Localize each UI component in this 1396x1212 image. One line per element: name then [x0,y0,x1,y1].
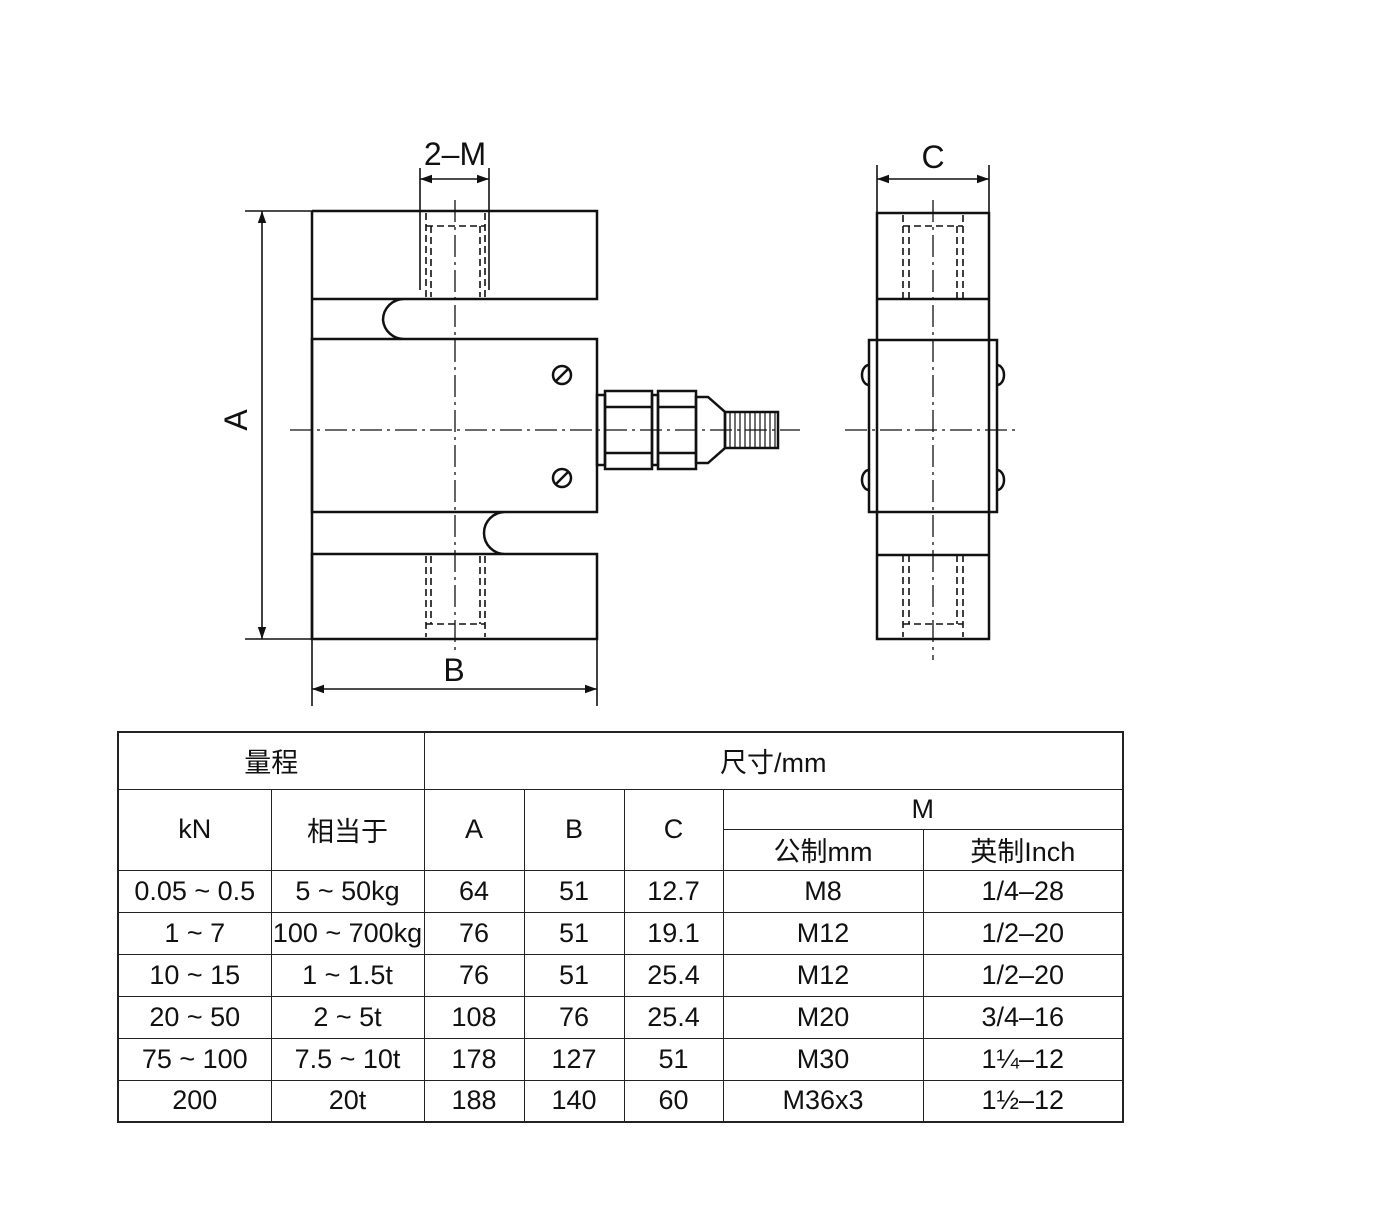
cell-b: 140 [523,1079,625,1123]
cell-b: 51 [523,953,625,997]
cell-a: 76 [423,953,525,997]
table-row: 20 ~ 50 2 ~ 5t 108 76 25.4 M20 3/4–16 [117,995,1124,1039]
cell-c: 19.1 [623,911,724,955]
header-a: A [423,788,525,871]
screw-icon [551,364,573,386]
cell-b: 127 [523,1037,625,1081]
cell-kn: 75 ~ 100 [117,1037,272,1081]
screw-icon [551,467,573,489]
side-screw-heads [860,363,1006,492]
top-thread-hole [425,213,486,297]
center-lines [290,200,800,650]
cell-c: 12.7 [623,869,724,913]
header-c: C [623,788,724,871]
cell-equiv: 5 ~ 50kg [270,869,425,913]
side-dimensions [876,165,990,213]
dim-label-thread: 2–M [424,136,486,172]
side-hidden-lines [877,215,989,637]
cell-kn: 20 ~ 50 [117,995,272,1039]
cell-b: 51 [523,869,625,913]
cell-imperial: 3/4–16 [922,995,1124,1039]
cell-c: 25.4 [623,953,724,997]
table-row: 75 ~ 100 7.5 ~ 10t 178 127 51 M30 1¼–12 [117,1037,1124,1081]
cell-imperial: 1½–12 [922,1079,1124,1123]
bottom-thread-hole [425,556,486,637]
dim-label-thickness: C [921,139,944,175]
front-view [290,200,800,650]
table-header-row: 量程 尺寸/mm [117,731,1124,790]
cell-equiv: 1 ~ 1.5t [270,953,425,997]
dim-label-height: A [218,409,254,431]
cell-metric: M30 [722,1037,924,1081]
header-m: M [722,788,1124,830]
table-row: 200 20t 188 140 60 M36x3 1½–12 [117,1079,1124,1123]
cell-c: 51 [623,1037,724,1081]
cell-kn: 10 ~ 15 [117,953,272,997]
cell-kn: 1 ~ 7 [117,911,272,955]
cell-equiv: 2 ~ 5t [270,995,425,1039]
cell-a: 64 [423,869,525,913]
cell-kn: 200 [117,1079,272,1123]
cell-imperial: 1/4–28 [922,869,1124,913]
cell-metric: M12 [722,953,924,997]
header-imperial: 英制Inch [922,828,1124,871]
cell-c: 60 [623,1079,724,1123]
table-row: 0.05 ~ 0.5 5 ~ 50kg 64 51 12.7 M8 1/4–28 [117,869,1124,913]
side-view [845,200,1015,660]
table-header-row: kN 相当于 A B C M [117,788,1124,871]
table-row: 1 ~ 7 100 ~ 700kg 76 51 19.1 M12 1/2–20 [117,911,1124,955]
cell-c: 25.4 [623,995,724,1039]
cell-a: 108 [423,995,525,1039]
side-center-lines [845,200,1015,660]
header-dims: 尺寸/mm [423,731,1124,790]
cell-kn: 0.05 ~ 0.5 [117,869,272,913]
table-header-row: 公制mm 英制Inch [118,828,1124,871]
table-row: 10 ~ 15 1 ~ 1.5t 76 51 25.4 M12 1/2–20 [117,953,1124,997]
cell-a: 188 [423,1079,525,1123]
header-b: B [523,788,625,871]
header-metric: 公制mm [722,828,924,871]
cell-equiv: 20t [270,1079,425,1123]
dim-label-width: B [443,652,464,688]
cell-metric: M20 [722,995,924,1039]
cell-imperial: 1¼–12 [922,1037,1124,1081]
spec-table: 量程 尺寸/mm kN 相当于 A B C M 公制mm 英制Inch 0.05… [117,731,1124,1123]
cell-a: 178 [423,1037,525,1081]
s-type-load-cell-drawing: 2–M A B [218,136,1015,706]
header-range: 量程 [117,731,425,790]
header-equiv: 相当于 [270,788,425,871]
cell-a: 76 [423,911,525,955]
cell-metric: M8 [722,869,924,913]
cell-imperial: 1/2–20 [922,911,1124,955]
cell-equiv: 7.5 ~ 10t [270,1037,425,1081]
front-dimensions [245,168,598,706]
cell-imperial: 1/2–20 [922,953,1124,997]
cell-metric: M12 [722,911,924,955]
cell-b: 76 [523,995,625,1039]
cell-b: 51 [523,911,625,955]
cell-equiv: 100 ~ 700kg [270,911,425,955]
header-kn: kN [117,788,272,871]
cell-metric: M36x3 [722,1079,924,1123]
